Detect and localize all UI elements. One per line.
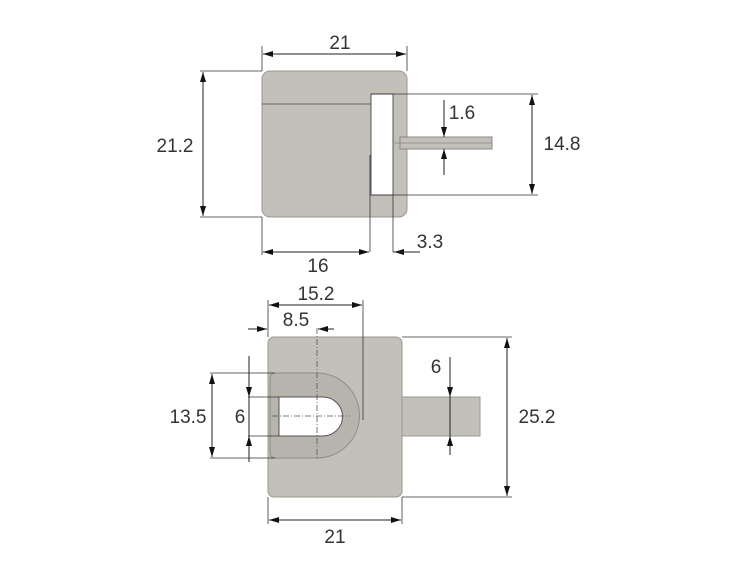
dim-slot-offset-label: 16 [307,256,328,277]
dim-height-label: 21.2 [157,136,194,157]
dim-u-height-label: 13.5 [170,407,207,428]
dim-body-height-label: 25.2 [519,407,556,428]
dim-slot-width-label: 3.3 [417,232,443,253]
dim-body-width-label: 21 [324,527,345,548]
dim-slot-height-label: 6 [235,407,246,428]
dim-shaft-height-label: 6 [431,357,442,378]
dim-width-label: 21 [329,33,350,54]
dim-slot-height-label: 14.8 [544,134,581,155]
dim-slot-depth-label: 15.2 [298,284,335,305]
top-slot [370,93,394,196]
front-shaft [401,396,481,437]
dim-center-offset-label: 8.5 [283,310,309,331]
front-view: 15.2 8.5 13.5 6 6 25.2 21 [170,284,556,548]
dim-shaft-thickness-label: 1.6 [449,103,475,124]
top-view: 21 21.2 14.8 1.6 16 3.3 [157,33,581,277]
front-slot [278,396,343,437]
